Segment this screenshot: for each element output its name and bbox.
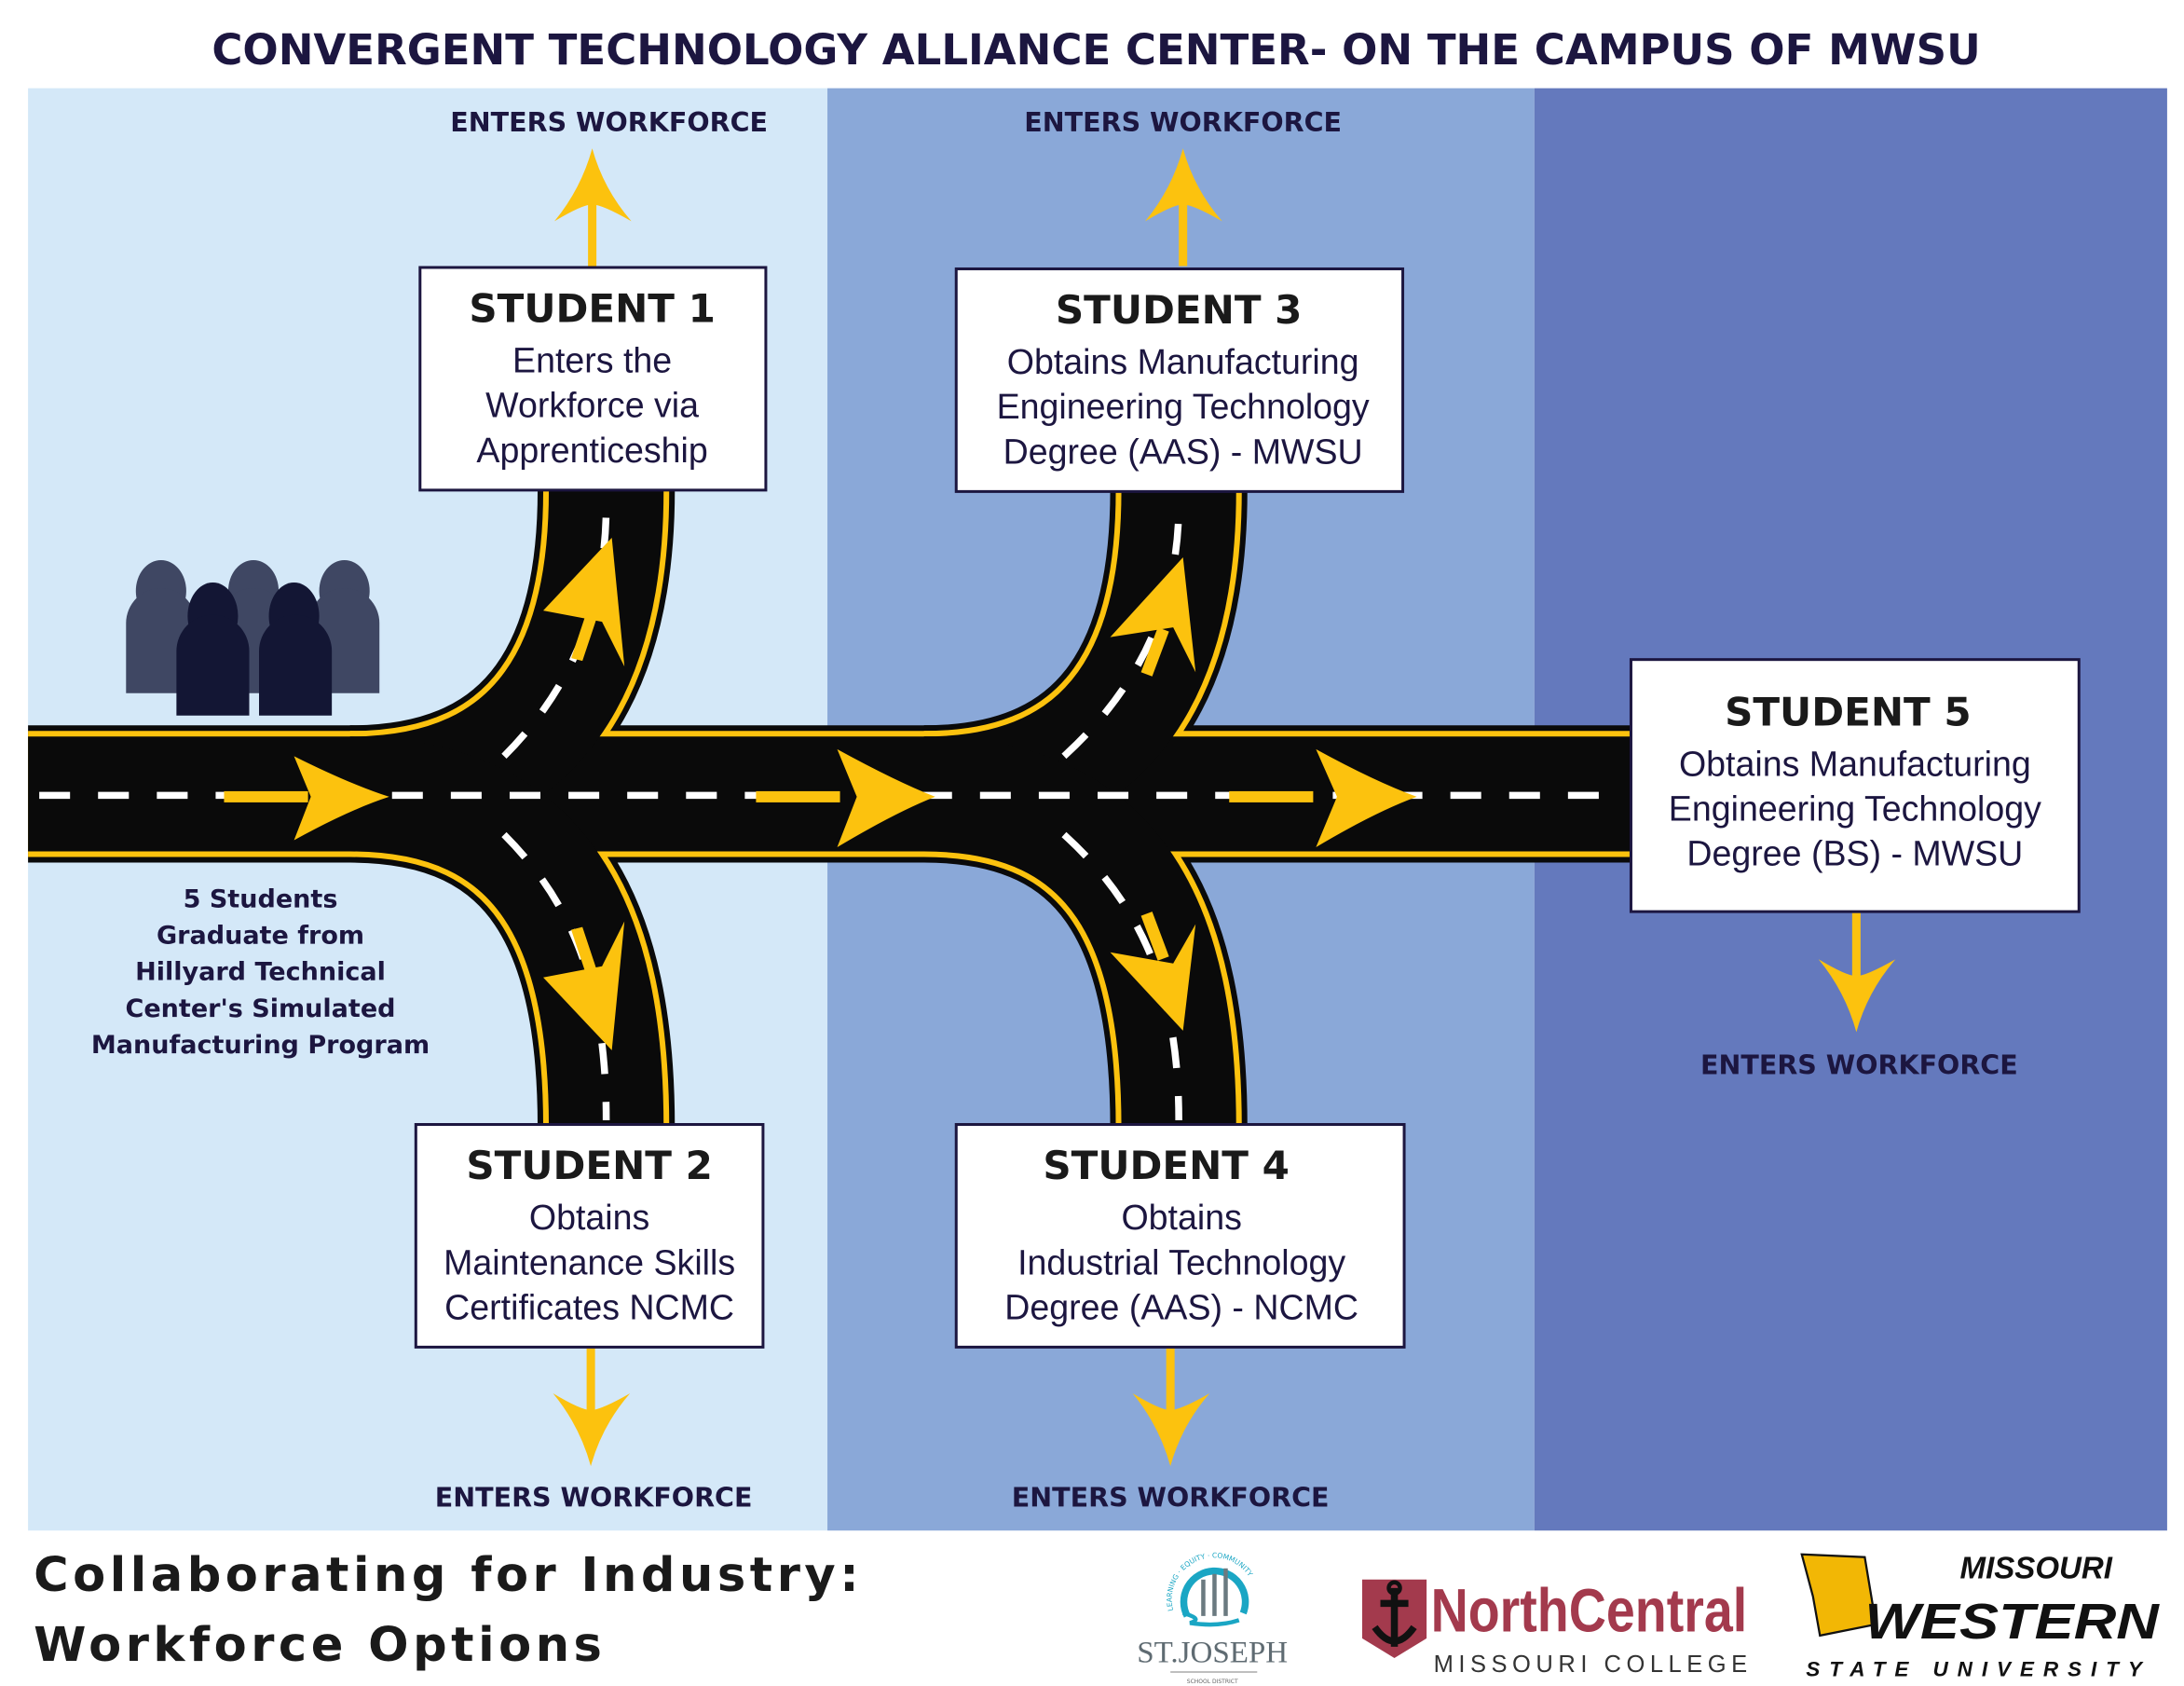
- exit-arrows: [553, 148, 1896, 1467]
- svg-text:STUDENT 5: STUDENT 5: [1725, 689, 1972, 734]
- exit-label-student-2: ENTERS WORKFORCE: [435, 1483, 753, 1514]
- exit-label-student-3: ENTERS WORKFORCE: [1024, 107, 1342, 138]
- start-description: 5 Students Graduate from Hillyard Techni…: [91, 885, 430, 1060]
- svg-text:Enters the: Enters the: [512, 341, 672, 380]
- svg-text:Hillyard Technical: Hillyard Technical: [135, 958, 386, 987]
- svg-text:5 Students: 5 Students: [184, 885, 338, 914]
- mwsu-logo: MISSOURI WESTERN STATE UNIVERSITY: [1800, 1551, 2160, 1680]
- svg-text:STUDENT 1: STUDENT 1: [469, 286, 716, 332]
- svg-text:Manufacturing Program: Manufacturing Program: [91, 1031, 430, 1060]
- svg-text:MISSOURI COLLEGE: MISSOURI COLLEGE: [1434, 1652, 1748, 1678]
- svg-text:Obtains: Obtains: [1121, 1198, 1241, 1237]
- svg-text:Maintenance Skills: Maintenance Skills: [444, 1242, 735, 1282]
- svg-text:Graduate from: Graduate from: [157, 922, 364, 951]
- svg-text:Obtains: Obtains: [529, 1198, 649, 1237]
- svg-text:ST.JOSEPH: ST.JOSEPH: [1137, 1636, 1288, 1669]
- svg-text:Workforce via: Workforce via: [485, 386, 699, 425]
- student-box-5: STUDENT 5 Obtains Manufacturing Engineer…: [1629, 658, 2081, 913]
- svg-text:Industrial Technology: Industrial Technology: [1017, 1242, 1345, 1282]
- st-joseph-logo: LEARNING · EQUITY · COMMUNITY ST.JOSEPH …: [1137, 1551, 1288, 1685]
- svg-text:Degree (BS) - MWSU: Degree (BS) - MWSU: [1686, 834, 2023, 873]
- svg-text:MISSOURI: MISSOURI: [1960, 1551, 2113, 1585]
- svg-text:Engineering Technology: Engineering Technology: [997, 387, 1370, 426]
- svg-text:STUDENT 4: STUDENT 4: [1043, 1143, 1290, 1188]
- svg-text:NorthCentral: NorthCentral: [1431, 1576, 1748, 1645]
- svg-text:Obtains Manufacturing: Obtains Manufacturing: [1007, 342, 1359, 381]
- page-title: CONVERGENT TECHNOLOGY ALLIANCE CENTER- O…: [212, 25, 1980, 75]
- svg-text:WESTERN: WESTERN: [1864, 1594, 2160, 1650]
- exit-label-student-4: ENTERS WORKFORCE: [1012, 1483, 1330, 1514]
- student-box-3: STUDENT 3 Obtains Manufacturing Engineer…: [954, 267, 1405, 493]
- svg-text:Degree (AAS) - MWSU: Degree (AAS) - MWSU: [1003, 432, 1363, 471]
- students-group-icon: [126, 559, 380, 716]
- exit-label-student-1: ENTERS WORKFORCE: [450, 107, 768, 138]
- exit-label-student-5: ENTERS WORKFORCE: [1700, 1049, 2018, 1080]
- footer-line-1: Collaborating for Industry:: [34, 1548, 863, 1603]
- student-box-2: STUDENT 2 Obtains Maintenance Skills Cer…: [414, 1122, 765, 1349]
- footer-line-2: Workforce Options: [34, 1618, 606, 1673]
- ncmc-logo: NorthCentral MISSOURI COLLEGE: [1361, 1576, 1748, 1678]
- svg-text:Engineering Technology: Engineering Technology: [1669, 788, 2041, 828]
- svg-text:Center's Simulated: Center's Simulated: [125, 994, 395, 1023]
- svg-text:SCHOOL DISTRICT: SCHOOL DISTRICT: [1187, 1679, 1238, 1685]
- svg-text:Certificates NCMC: Certificates NCMC: [444, 1287, 734, 1326]
- student-box-1: STUDENT 1 Enters the Workforce via Appre…: [418, 266, 768, 492]
- student-box-4: STUDENT 4 Obtains Industrial Technology …: [954, 1122, 1406, 1349]
- exit-labels: ENTERS WORKFORCE ENTERS WORKFORCE ENTERS…: [435, 107, 2018, 1513]
- svg-text:Apprenticeship: Apprenticeship: [476, 431, 707, 470]
- svg-text:STUDENT 2: STUDENT 2: [466, 1143, 712, 1188]
- svg-text:Obtains Manufacturing: Obtains Manufacturing: [1679, 744, 2031, 783]
- svg-text:STATE UNIVERSITY: STATE UNIVERSITY: [1806, 1657, 2144, 1680]
- svg-text:STUDENT 3: STUDENT 3: [1056, 287, 1302, 333]
- svg-text:Degree (AAS) - NCMC: Degree (AAS) - NCMC: [1004, 1287, 1358, 1326]
- road-arrows: [224, 537, 1417, 1050]
